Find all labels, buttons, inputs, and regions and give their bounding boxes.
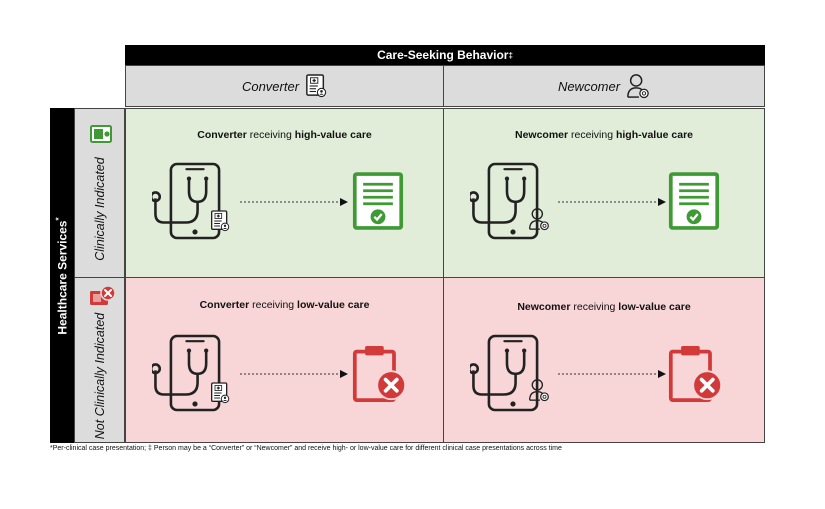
column-header-newcomer: Newcomer — [443, 65, 765, 107]
footnote: *Per-clinical case presentation; ‡ Perso… — [50, 445, 562, 452]
dotted-arrow — [558, 370, 666, 378]
cell-title: Converter receiving low-value care — [199, 299, 370, 311]
patient-file-icon — [305, 73, 327, 99]
cell-converter-high-value: Converter receiving high-value care — [125, 108, 444, 278]
care-seeking-behavior-header: Care-Seeking Behavior‡ — [125, 45, 765, 65]
phone-stethoscope-icon — [470, 157, 556, 245]
row-header-clinically-indicated: Clinically Indicated — [74, 108, 125, 278]
cell-title: Newcomer receiving high-value care — [515, 129, 693, 141]
patient-file-icon — [210, 209, 230, 233]
side-header-title-mark: * — [54, 216, 64, 221]
cell-title: Newcomer receiving low-value care — [517, 301, 691, 313]
row-header-not-clinically-indicated: Not Clinically Indicated — [74, 277, 125, 443]
header-title-mark: ‡ — [508, 50, 513, 60]
rejected-card-icon — [90, 285, 116, 305]
new-person-icon — [528, 207, 550, 231]
cell-converter-low-value: Converter receiving low-value care — [125, 277, 444, 443]
row-label-clinically-indicated: Clinically Indicated — [92, 157, 107, 261]
approved-document-icon — [668, 170, 720, 232]
patient-file-icon — [210, 381, 230, 405]
cell-newcomer-low-value: Newcomer receiving low-value care — [443, 277, 765, 443]
new-person-icon — [528, 378, 550, 402]
new-person-icon — [626, 73, 650, 99]
approved-document-icon — [352, 170, 404, 232]
approved-card-icon — [90, 125, 112, 143]
healthcare-services-header: Healthcare Services* — [50, 108, 74, 443]
rejected-clipboard-icon — [352, 342, 408, 406]
rejected-clipboard-icon — [668, 342, 724, 406]
side-header-title: Healthcare Services — [55, 220, 70, 335]
row-label-not-clinically-indicated: Not Clinically Indicated — [92, 312, 107, 440]
dotted-arrow — [240, 370, 348, 378]
cell-newcomer-high-value: Newcomer receiving high-value care — [443, 108, 765, 278]
cell-title: Converter receiving high-value care — [197, 129, 372, 141]
column-label-converter: Converter — [241, 78, 300, 94]
dotted-arrow — [240, 198, 348, 206]
column-label-newcomer: Newcomer — [557, 78, 621, 94]
phone-stethoscope-icon — [470, 328, 556, 418]
header-title: Care-Seeking Behavior — [377, 48, 509, 62]
column-header-converter: Converter — [125, 65, 444, 107]
dotted-arrow — [558, 198, 666, 206]
